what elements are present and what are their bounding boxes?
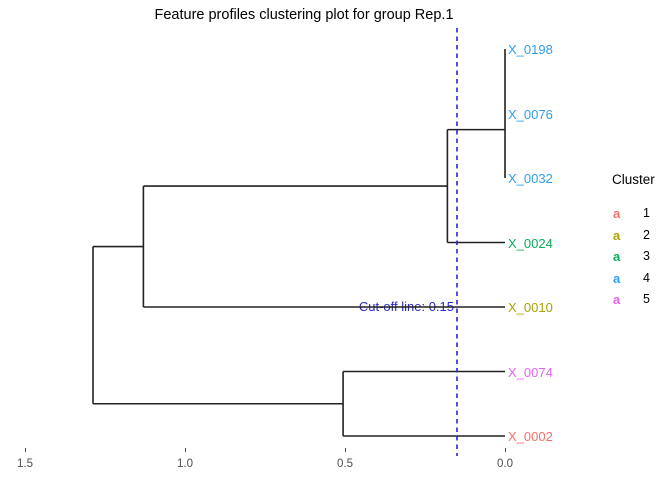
leaf-label-X_0076: X_0076 <box>508 106 553 122</box>
legend-key-glyph: a <box>613 206 621 221</box>
x-axis-tick-label: 1.5 <box>17 458 33 470</box>
plot-title: Feature profiles clustering plot for gro… <box>154 7 454 23</box>
legend-item-label: 4 <box>643 270 650 285</box>
leaf-label-X_0010: X_0010 <box>508 300 553 315</box>
x-axis-tick-label: 1.0 <box>177 458 193 470</box>
x-axis-tick-label: 0.5 <box>337 458 353 470</box>
legend-item-label: 3 <box>643 249 650 264</box>
legend-key-glyph: a <box>613 292 621 308</box>
legend-key-glyph: a <box>613 270 621 286</box>
leaf-label-X_0198: X_0198 <box>508 42 553 57</box>
legend-key-glyph: a <box>613 227 621 243</box>
legend-item-label: 2 <box>643 227 650 242</box>
legend-key-glyph: a <box>613 249 621 265</box>
x-axis-tick-mark <box>185 448 186 452</box>
x-axis-tick-label: 0.0 <box>497 458 513 470</box>
legend-item-label: 1 <box>643 206 650 220</box>
legend-title: Cluster <box>612 172 655 187</box>
leaf-label-X_0024: X_0024 <box>508 235 553 251</box>
x-axis-tick-mark <box>505 448 506 452</box>
leaf-label-X_0002: X_0002 <box>508 429 553 444</box>
leaf-label-X_0032: X_0032 <box>508 171 553 186</box>
x-axis-tick-mark <box>25 448 26 452</box>
leaf-label-X_0074: X_0074 <box>508 364 553 380</box>
x-axis-tick-mark <box>345 448 346 452</box>
legend-item-label: 5 <box>643 292 650 307</box>
